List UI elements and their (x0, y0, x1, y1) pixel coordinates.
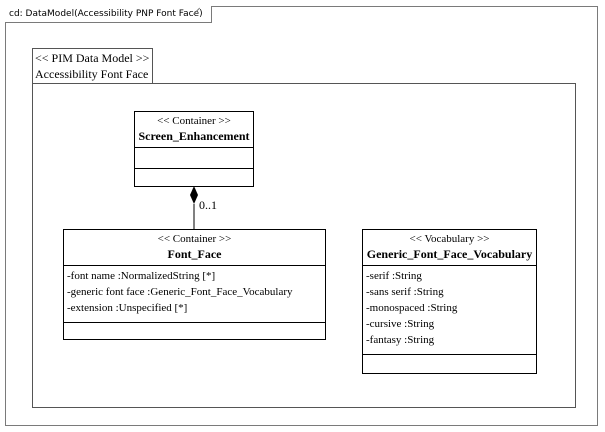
class-screen-enhancement[interactable]: << Container >> Screen_Enhancement (134, 111, 254, 187)
class-font-face[interactable]: << Container >> Font_Face -font name :No… (63, 229, 326, 340)
attribute: -monospaced :String (366, 302, 458, 314)
class-name: Generic_Font_Face_Vocabulary (366, 247, 533, 261)
class-stereotype: << Container >> (157, 115, 231, 127)
multiplicity-label: 0..1 (199, 198, 217, 212)
package-tab: << PIM Data Model >> Accessibility Font … (32, 48, 153, 84)
class-name: Font_Face (167, 247, 222, 261)
attribute: -font name :NormalizedString [*] (67, 270, 216, 282)
attribute: -sans serif :String (366, 286, 444, 298)
composition-diamond (190, 186, 198, 204)
class-stereotype: << Container >> (157, 233, 232, 245)
class-name: Screen_Enhancement (138, 129, 250, 143)
class-attributes: -serif :String -sans serif :String -mono… (363, 266, 536, 355)
frame-title: cd: DataModel(Accessibility PNP Font Fac… (5, 6, 212, 23)
class-generic-font-face-vocabulary[interactable]: << Vocabulary >> Generic_Font_Face_Vocab… (362, 229, 537, 374)
class-header: << Vocabulary >> Generic_Font_Face_Vocab… (363, 230, 536, 266)
class-attributes (135, 148, 253, 169)
class-stereotype: << Vocabulary >> (409, 233, 490, 245)
attribute: -serif :String (366, 270, 422, 282)
class-attributes: -font name :NormalizedString [*] -generi… (64, 266, 325, 323)
package-name: Accessibility Font Face (35, 67, 149, 81)
diagram-frame (5, 6, 598, 426)
attribute: -fantasy :String (366, 334, 435, 346)
class-header: << Container >> Font_Face (64, 230, 325, 266)
package-stereotype: << PIM Data Model >> (35, 51, 150, 65)
attribute: -cursive :String (366, 318, 435, 330)
attribute: -generic font face :Generic_Font_Face_Vo… (67, 286, 293, 298)
attribute: -extension :Unspecified [*] (67, 302, 188, 314)
class-header: << Container >> Screen_Enhancement (135, 112, 253, 148)
